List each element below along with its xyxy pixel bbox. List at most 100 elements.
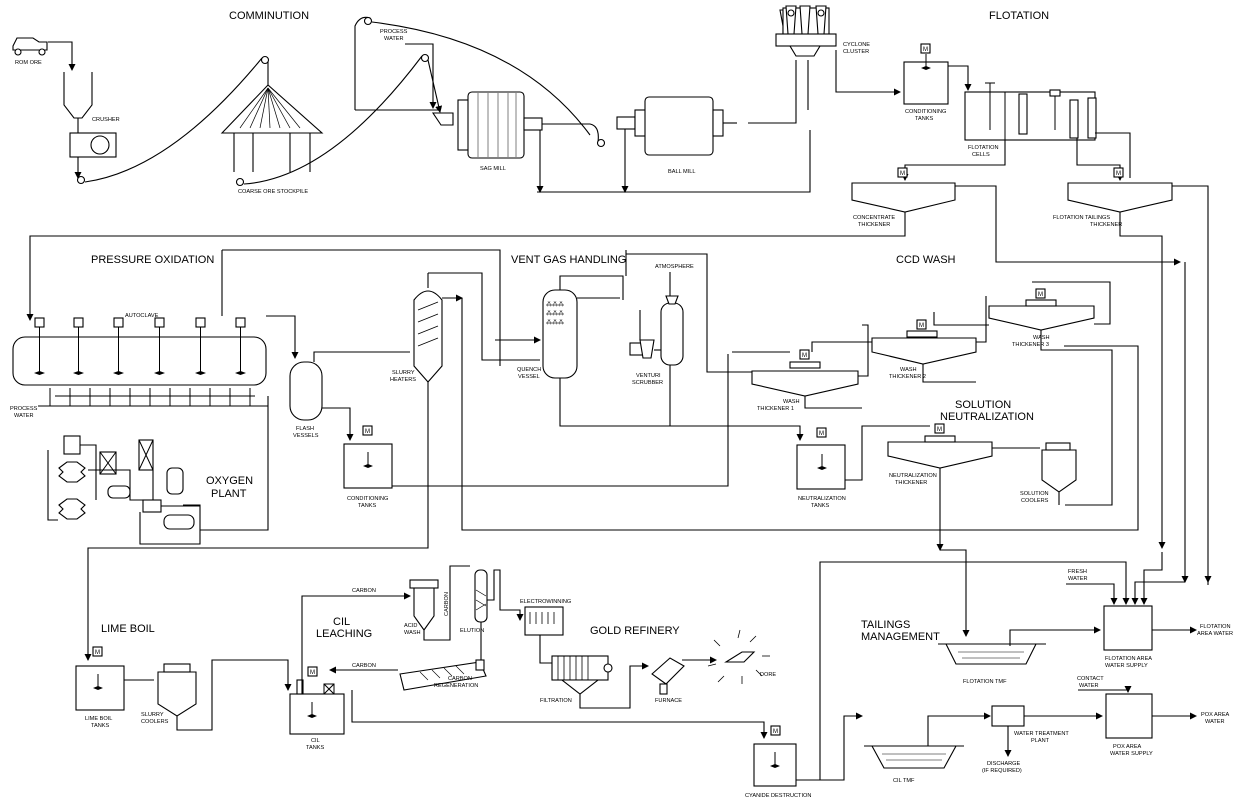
lime-boil-area: LIME BOIL M LIME BOIL TANKS SLURRY COOLE… [75, 623, 292, 731]
label-wtp-1: WATER TREATMENT [1014, 731, 1069, 737]
electrowinning-cell [524, 606, 564, 636]
dore-bar-icon [724, 651, 756, 663]
section-title-lime-boil: LIME BOIL [101, 623, 155, 635]
svg-text:M: M [919, 323, 924, 329]
label-atmosphere: ATMOSPHERE [655, 264, 694, 270]
svg-text:M: M [310, 670, 315, 676]
gold-refinery-area: GOLD REFINERY ELECTROWINNING FILTRATION … [520, 599, 776, 709]
label-process-water-2: WATER [384, 36, 404, 42]
water-treatment-plant [991, 705, 1025, 727]
label-quench-2: VESSEL [518, 374, 540, 380]
flotation-tmf [945, 643, 1037, 665]
label-lime-boil-tanks-1: LIME BOIL [85, 716, 112, 722]
label-rom-ore: ROM ORE [15, 60, 42, 66]
label-coarse-ore: COARSE ORE STOCKPILE [238, 189, 308, 195]
label-conditioning-tanks-flot-2: TANKS [915, 116, 934, 122]
vent-gas-area: VENT GAS HANDLING ⁂⁂⁂⁂⁂⁂⁂⁂⁂ QUENCH VESSE… [495, 250, 804, 441]
label-furnace: FURNACE [655, 698, 682, 704]
label-wash2-2: THICKENER 2 [889, 374, 926, 380]
label-flot-tail-thickener-2: THICKENER [1090, 222, 1122, 228]
wash-thickener-2 [871, 337, 977, 365]
label-cond-tanks-pox-1: CONDITIONING [347, 496, 388, 502]
label-flash-2: VESSELS [293, 433, 319, 439]
section-title-flotation: FLOTATION [989, 10, 1049, 22]
label-wash1-2: THICKENER 1 [757, 406, 794, 412]
slurry-heaters [413, 290, 443, 383]
svg-text:M: M [1116, 171, 1121, 177]
label-neut-tanks-1: NEUTRALIZATION [798, 496, 846, 502]
rom-ore-truck-icon [12, 37, 48, 56]
filter-press [551, 655, 609, 681]
label-contact-water-2: WATER [1079, 683, 1099, 689]
label-acid-wash-2: WASH [404, 630, 421, 636]
section-title-solution-2: NEUTRALIZATION [940, 411, 1034, 423]
concentrate-thickener [851, 182, 956, 213]
label-fresh-water-1: FRESH [1068, 569, 1087, 575]
label-fresh-water-2: WATER [1068, 576, 1088, 582]
svg-text:M: M [365, 429, 370, 435]
svg-text:⁂⁂⁂: ⁂⁂⁂ [546, 311, 564, 317]
section-title-pox: PRESSURE OXIDATION [91, 254, 214, 266]
label-discharge-1: DISCHARGE [987, 761, 1021, 767]
label-dore: DORE [760, 672, 776, 678]
label-pox-water-supply-2: WATER SUPPLY [1110, 751, 1153, 757]
label-slurry-coolers-1: SLURRY [141, 712, 164, 718]
section-title-cil-1: CIL [333, 616, 350, 628]
label-lime-boil-tanks-2: TANKS [91, 723, 110, 729]
wash-thickener-3 [988, 305, 1095, 331]
label-cil-tanks-2: TANKS [306, 745, 325, 751]
wash-thickener-1 [751, 370, 859, 397]
oxygen-plant [47, 435, 201, 545]
svg-text:M: M [900, 171, 905, 177]
label-conc-thickener-2: THICKENER [858, 222, 890, 228]
svg-text:M: M [937, 427, 942, 433]
label-carbon-regen-1: CARBON [448, 676, 472, 682]
slurry-coolers-lime [157, 671, 197, 717]
label-flot-water-supply-2: WATER SUPPLY [1105, 663, 1148, 669]
coarse-ore-stockpile [220, 84, 324, 134]
label-pox-area-water-2: WATER [1205, 719, 1225, 725]
label-wash2-1: WASH [900, 367, 917, 373]
label-flot-area-water-2: AREA WATER [1197, 631, 1233, 637]
cyclone-cluster [775, 5, 837, 57]
tailings-area: M CYANIDE DESTRUCTION TAILINGS MANAGEMEN… [745, 549, 1233, 799]
label-venturi-2: SCRUBBER [632, 380, 663, 386]
label-cyanide-destruction: CYANIDE DESTRUCTION [745, 793, 811, 799]
label-contact-water-1: CONTACT [1077, 676, 1104, 682]
label-carbon-3: CARBON [352, 663, 376, 669]
pressure-oxidation-area: PRESSURE OXIDATION AUTOCLAVE PROCESS WAT… [10, 249, 1139, 661]
label-wash1-1: WASH [783, 399, 800, 405]
label-quench-1: QUENCH [517, 367, 541, 373]
comminution-area: COMMINUTION ROM ORE CRUSHER COARSE ORE S… [12, 5, 901, 195]
label-filtration: FILTRATION [540, 698, 572, 704]
label-carbon-regen-2: REGENERATION [434, 683, 478, 689]
label-acid-wash-1: ACID [404, 623, 417, 629]
section-title-tailings-1: TAILINGS [861, 619, 910, 631]
label-neut-thickener-1: NEUTRALIZATION [889, 473, 937, 479]
flow-rom-to-hopper [48, 41, 76, 71]
elution-column [474, 569, 488, 623]
label-cyclone-1: CYCLONE [843, 42, 870, 48]
flotation-area: FLOTATION M CONDITIONING TANKS FLOTATION… [26, 10, 1212, 583]
crusher-hopper [63, 72, 93, 119]
flotation-area-water-supply [1103, 605, 1153, 651]
label-pw-autoclave-1: PROCESS [10, 406, 38, 412]
solution-coolers [1041, 449, 1077, 493]
furnace [651, 657, 685, 685]
label-venturi-1: VENTURI [636, 373, 661, 379]
pox-area-water-supply [1105, 693, 1153, 739]
label-flot-tail-thickener-1: FLOTATION TAILINGS [1053, 215, 1110, 221]
label-cil-tanks-1: CIL [311, 738, 320, 744]
label-ball-mill: BALL MILL [668, 169, 695, 175]
label-crusher: CRUSHER [92, 117, 120, 123]
svg-text:M: M [1038, 292, 1043, 298]
section-title-comminution: COMMINUTION [229, 10, 309, 22]
svg-text:M: M [802, 353, 807, 359]
cil-area: CIL LEACHING M CIL TANKS CARBON CARBON A… [289, 565, 768, 751]
ball-mill [644, 96, 714, 156]
label-flot-water-supply-1: FLOTATION AREA [1105, 656, 1152, 662]
section-title-oxygen-1: OXYGEN [206, 475, 253, 487]
svg-text:M: M [923, 47, 928, 53]
label-sol-coolers-2: COOLERS [1021, 498, 1049, 504]
